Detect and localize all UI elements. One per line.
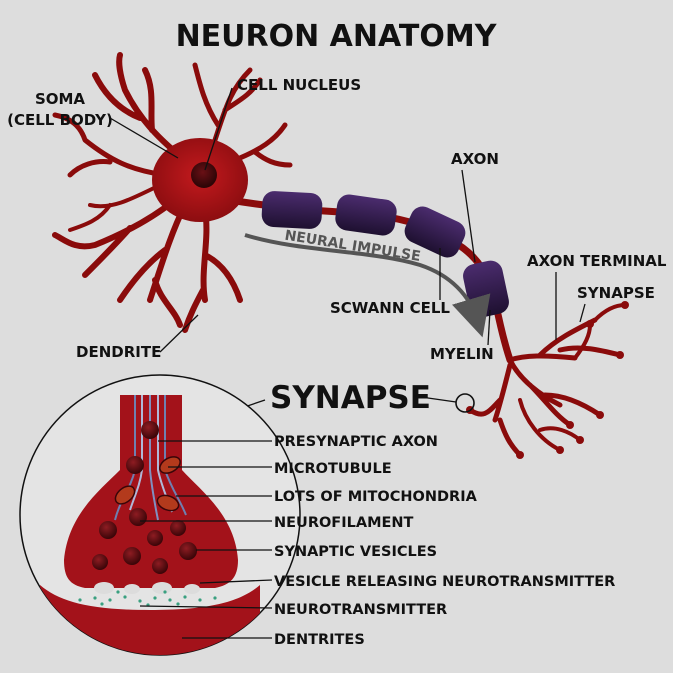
neurotransmitter-label: NEUROTRANSMITTER	[274, 602, 447, 618]
vesicle-releasing-label: VESICLE RELEASING NEUROTRANSMITTER	[274, 574, 615, 590]
soma-leader	[109, 117, 179, 159]
dendrite-leader	[159, 314, 199, 353]
soma-label: SOMA	[35, 90, 85, 108]
axon-leader	[461, 169, 476, 263]
detail-leaders	[139, 440, 273, 639]
myelin-leader	[487, 309, 491, 346]
mitochondria-group	[114, 456, 181, 512]
axon-terminal-branches	[467, 303, 627, 458]
terminal-bulb	[616, 351, 624, 359]
terminal-bulbs	[466, 301, 629, 459]
terminal-bulb	[556, 446, 564, 454]
neurofilament-label: NEUROFILAMENT	[274, 515, 414, 531]
cell-nucleus-label: CELL NUCLEUS	[237, 76, 361, 94]
soma-label-sub: (CELL BODY)	[7, 111, 113, 129]
synapse-small-leader	[579, 303, 586, 323]
presynaptic-terminal-shape	[64, 395, 238, 588]
terminal-bulb	[596, 411, 604, 419]
neural-impulse-label: NEURAL IMPULSE	[283, 228, 421, 265]
diagram-title: NEURON ANATOMY	[176, 19, 498, 54]
axon-label: AXON	[451, 150, 499, 168]
release-gaps	[94, 582, 200, 594]
neural-impulse-arrow	[244, 233, 491, 338]
myelin-segment	[404, 206, 466, 258]
cell-nucleus-shape	[191, 162, 217, 188]
myelin-sheaths	[261, 191, 509, 318]
dendrite-label: DENDRITE	[76, 343, 161, 361]
postsynaptic-dendrite-shape	[40, 585, 260, 655]
microtubule-label: MICROTUBULE	[274, 461, 392, 477]
terminal-bulb	[576, 436, 584, 444]
synapse-small-label: SYNAPSE	[577, 284, 655, 302]
synaptic-vesicles-label: SYNAPTIC VESICLES	[274, 544, 437, 560]
terminal-bulb	[621, 301, 629, 309]
cell-nucleus-leader	[204, 87, 233, 171]
dentrites-label: DENTRITES	[274, 632, 365, 648]
schwann-cell-label: SCWANN CELL	[330, 299, 450, 317]
synapse-zoom-circle	[19, 374, 301, 656]
terminal-bulb	[516, 451, 524, 459]
myelin-label: MYELIN	[430, 345, 494, 363]
presynaptic-axon-label: PRESYNAPTIC AXON	[274, 434, 438, 450]
myelin-segment	[261, 191, 323, 229]
terminal-bulb	[566, 421, 574, 429]
mitochondria-label: LOTS OF MITOCHONDRIA	[274, 489, 478, 505]
neurotransmitter-dots	[78, 590, 217, 607]
myelin-segment	[335, 194, 397, 236]
synapse-big-label: SYNAPSE	[270, 380, 431, 416]
myelin-segment	[463, 260, 509, 318]
terminal-bulb	[586, 320, 594, 328]
axon-terminal-label: AXON TERMINAL	[527, 252, 667, 270]
synapse-big-leader	[413, 395, 457, 403]
synapse-highlight-circle	[455, 393, 475, 413]
